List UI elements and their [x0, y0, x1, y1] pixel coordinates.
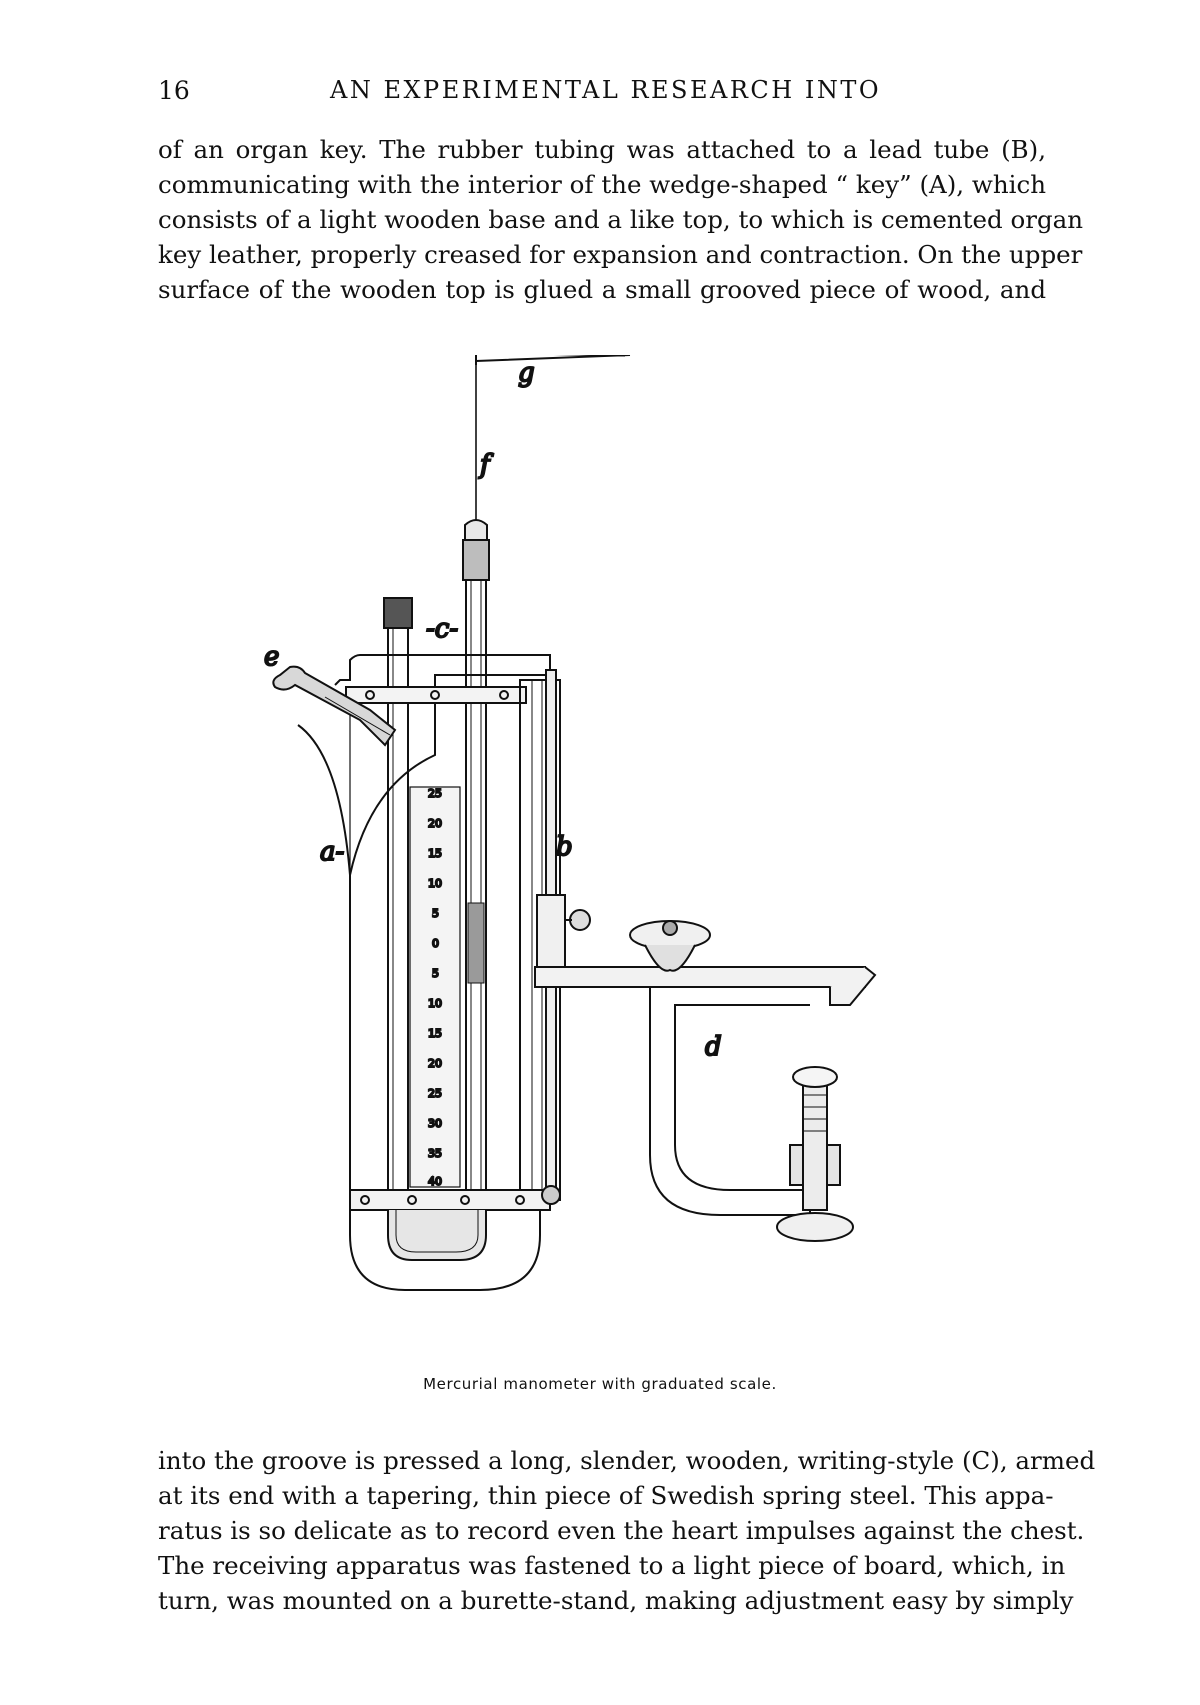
scale-mark: 25 — [428, 787, 442, 800]
float-tube — [462, 519, 490, 1231]
label-b: b — [556, 832, 573, 862]
scale-mark: 15 — [428, 1027, 442, 1040]
text-line: into the groove is pressed a long, slend… — [158, 1446, 1096, 1475]
label-d: d — [705, 1032, 722, 1062]
paragraph-top: of an organ key. The rubber tubing was a… — [158, 132, 1084, 307]
scale-mark: 5 — [432, 967, 439, 980]
manometer-illustration: 25 20 15 10 5 0 5 10 15 20 25 30 35 40 — [263, 355, 877, 1291]
stand-rod — [536, 669, 591, 1205]
label-c: -c- — [426, 614, 458, 644]
label-e: e — [264, 642, 279, 672]
scale-mark: 40 — [428, 1175, 442, 1188]
scale-mark: 20 — [428, 1057, 442, 1070]
text-line: at its end with a tapering, thin piece o… — [158, 1481, 1054, 1510]
scale-mark: 10 — [428, 997, 442, 1010]
text-line: communicating with the interior of the w… — [158, 170, 1046, 199]
scale-mark: 0 — [432, 937, 439, 950]
pointer-flag — [475, 355, 631, 365]
paragraph-bottom: into the groove is pressed a long, slend… — [158, 1443, 1096, 1618]
text-line: key leather, properly creased for expans… — [158, 240, 1083, 269]
text-line: The receiving apparatus was fastened to … — [158, 1551, 1066, 1580]
text-line: of an organ key. The rubber tubing was a… — [158, 135, 1046, 164]
scale-mark: 35 — [428, 1147, 442, 1160]
scale-mark: 10 — [428, 877, 442, 890]
u-bend — [349, 1189, 551, 1291]
scale-mark: 25 — [428, 1087, 442, 1100]
scale-mark: 20 — [428, 817, 442, 830]
label-f: f — [478, 450, 494, 480]
clamp-d — [534, 920, 877, 1242]
page-header: 16 AN EXPERIMENTAL RESEARCH INTO — [158, 76, 1053, 116]
side-tube — [272, 665, 397, 747]
page-number: 16 — [158, 76, 190, 105]
running-head: AN EXPERIMENTAL RESEARCH INTO — [329, 76, 881, 104]
graduated-scale: 25 20 15 10 5 0 5 10 15 20 25 30 35 40 — [409, 786, 461, 1189]
manometer-figure: 25 20 15 10 5 0 5 10 15 20 25 30 35 40 — [250, 355, 970, 1395]
scale-mark: 5 — [432, 907, 439, 920]
text-line: turn, was mounted on a burette-stand, ma… — [158, 1586, 1074, 1615]
figure-caption: Mercurial manometer with graduated scale… — [423, 1375, 777, 1393]
scale-mark: 30 — [428, 1117, 442, 1130]
text-line: surface of the wooden top is glued a sma… — [158, 275, 1046, 304]
text-line: consists of a light wooden base and a li… — [158, 205, 1084, 234]
scale-mark: 15 — [428, 847, 442, 860]
text-line: ratus is so delicate as to record even t… — [158, 1516, 1085, 1545]
label-g: g — [518, 358, 535, 388]
label-a: a- — [320, 837, 344, 867]
